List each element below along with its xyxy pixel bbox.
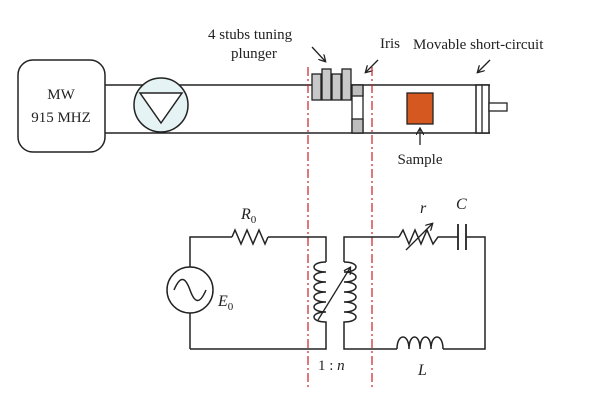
stub (311, 73, 322, 101)
sample-label: Sample (398, 152, 443, 168)
right-loop-right-wire (443, 236, 486, 350)
sample (406, 92, 434, 125)
circulator (133, 77, 189, 133)
inductor-l (396, 336, 444, 350)
ac-sine-icon (173, 278, 207, 302)
mw-source-box (17, 59, 106, 153)
stub (341, 68, 352, 101)
left-loop-bottom-wire (190, 328, 327, 350)
short-circuit-rod (488, 102, 508, 112)
iris-pointer-arrow (366, 59, 379, 72)
r0-label: R0 (240, 206, 257, 226)
variable-ratio-arrow (317, 268, 350, 321)
mw-source-label: MW (47, 87, 75, 103)
stub-tuner (311, 68, 352, 101)
circulator-triangle-icon (138, 92, 184, 125)
l-label: L (417, 362, 427, 379)
stubs-label-line2: plunger (231, 46, 277, 62)
left-loop-top-wire-right (268, 236, 327, 262)
movable-short-circuit (475, 84, 508, 134)
short-circuit-pointer-arrow (478, 59, 491, 72)
iris (351, 84, 364, 134)
iris-bottom-plate (351, 118, 364, 134)
transformer-primary-coil (313, 261, 327, 328)
stubs-pointer-arrow (311, 46, 325, 61)
e0-label: E0 (217, 293, 234, 313)
transformer-secondary-coil (343, 261, 357, 328)
c-label: C (456, 196, 467, 213)
stubs-label-line1: 4 stubs tuning (208, 27, 293, 43)
right-loop-bottom-wire (343, 328, 397, 350)
iris-label: Iris (380, 36, 400, 52)
mw-frequency-label: 915 MHZ (31, 110, 91, 126)
variable-resistor-arrow (405, 224, 432, 251)
right-loop-top-wire (343, 236, 399, 262)
stub (321, 68, 332, 101)
left-loop-top-wire (189, 236, 232, 267)
r0-resistor (231, 228, 269, 246)
r-label: r (420, 200, 427, 217)
variable-resistor-r (398, 228, 441, 246)
stub (331, 73, 342, 101)
short-circuit-label: Movable short-circuit (413, 37, 544, 53)
iris-top-plate (351, 84, 364, 97)
turns-ratio-label: 1 : n (318, 358, 345, 374)
